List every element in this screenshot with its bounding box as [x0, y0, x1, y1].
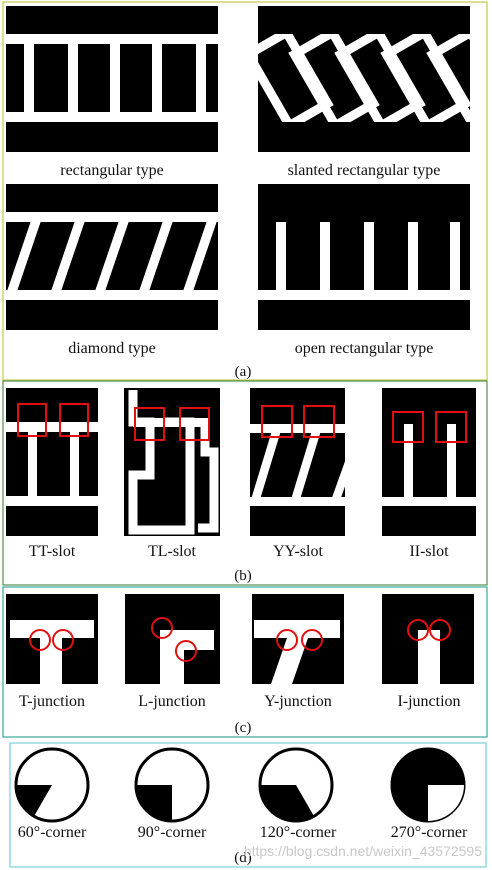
y-junction-highlight-circle	[301, 629, 323, 651]
l-junction-highlight-circle	[175, 640, 197, 662]
rectangular-type-image	[6, 6, 218, 152]
tt-slot-highlight-box	[17, 403, 47, 437]
label-slanted-rectangular-type: slanted rectangular type	[288, 162, 441, 179]
open-rectangular-type-image	[258, 184, 470, 330]
yy-slot-highlight-box	[303, 405, 335, 438]
corner-270-image	[390, 747, 466, 823]
label-90-corner: 90°-corner	[138, 824, 207, 841]
label-yy-slot: YY-slot	[273, 543, 323, 560]
l-junction-image	[125, 594, 220, 684]
i-junction-highlight-circle	[407, 619, 429, 641]
t-junction-highlight-circle	[52, 629, 74, 651]
watermark: https://blog.csdn.net/weixin_43572595	[244, 843, 482, 859]
label-tt-slot: TT-slot	[29, 543, 76, 560]
label-open-rectangular-type: open rectangular type	[295, 340, 434, 357]
label-60-corner: 60°-corner	[18, 824, 87, 841]
slanted-rectangular-type-image	[258, 6, 470, 152]
panel-c: T-junction L-junction Y-junction I-junct…	[2, 586, 488, 738]
label-120-corner: 120°-corner	[260, 824, 337, 841]
tt-slot-highlight-box	[59, 403, 89, 437]
sublabel-b: (b)	[234, 568, 252, 584]
t-junction-highlight-circle	[29, 629, 51, 651]
label-tl-slot: TL-slot	[148, 543, 197, 560]
label-t-junction: T-junction	[19, 693, 85, 710]
panel-d: 60°-corner 90°-corner 120°-corner 270°-c…	[9, 742, 487, 868]
ii-slot-highlight-box	[435, 411, 467, 443]
corner-120-image	[258, 747, 334, 823]
t-junction-image	[6, 594, 98, 684]
label-270-corner: 270°-corner	[391, 824, 468, 841]
corner-60-image	[14, 747, 90, 823]
yy-slot-highlight-box	[261, 405, 293, 438]
sublabel-d: (d)	[234, 850, 252, 866]
corner-90-image	[134, 747, 210, 823]
tl-slot-highlight-box	[179, 407, 210, 441]
panel-b: TT-slot TL-slot YY-slot II-slot (b)	[2, 380, 488, 586]
ii-slot-highlight-box	[392, 411, 424, 443]
label-diamond-type: diamond type	[68, 340, 156, 357]
l-junction-highlight-circle	[151, 617, 173, 639]
tt-slot-image	[6, 388, 98, 536]
label-i-junction: I-junction	[397, 693, 460, 710]
label-ii-slot: II-slot	[409, 543, 449, 560]
y-junction-highlight-circle	[276, 629, 298, 651]
panel-b-frame	[2, 380, 488, 586]
tl-slot-image	[124, 388, 220, 536]
ii-slot-image	[382, 388, 476, 536]
label-l-junction: L-junction	[138, 693, 206, 710]
panel-a: rectangular type slanted rectangular typ…	[2, 1, 488, 381]
sublabel-a: (a)	[235, 364, 252, 380]
tl-slot-highlight-box	[134, 407, 165, 441]
label-rectangular-type: rectangular type	[60, 162, 164, 179]
yy-slot-image	[250, 388, 345, 536]
panel-d-frame	[9, 742, 487, 868]
diamond-type-image	[6, 184, 218, 330]
panel-c-frame	[2, 586, 488, 738]
i-junction-image	[382, 594, 474, 684]
y-junction-image	[252, 594, 344, 684]
panel-a-frame	[2, 1, 488, 381]
sublabel-c: (c)	[235, 720, 252, 736]
label-y-junction: Y-junction	[264, 693, 332, 710]
i-junction-highlight-circle	[429, 619, 451, 641]
